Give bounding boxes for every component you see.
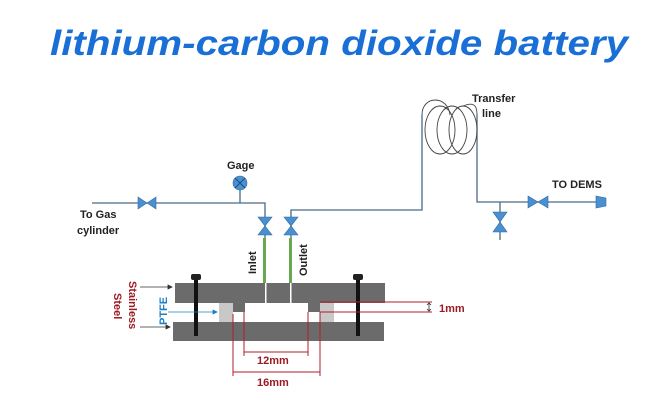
inlet-tube	[263, 238, 266, 298]
outlet-valve-icon	[283, 216, 299, 236]
dimension-lines	[232, 301, 432, 376]
dim-16mm-label: 16mm	[257, 377, 289, 389]
outlet-pipe	[290, 115, 423, 285]
title: lithium-carbon dioxide battery	[50, 24, 630, 63]
transfer-coil	[421, 99, 478, 155]
dim-1mm-arrow	[426, 302, 432, 312]
gas-label-2: cylinder	[77, 225, 120, 237]
top-plate-lip-right	[308, 303, 320, 312]
inlet-pipe	[92, 202, 266, 285]
top-plate-lip-left	[233, 303, 245, 312]
branch-valve-icon	[492, 211, 508, 233]
bolt-left	[191, 274, 201, 336]
pointers	[140, 284, 218, 330]
dim-12mm-label: 12mm	[257, 355, 289, 367]
stainless-label-2: Steel	[111, 293, 123, 319]
bolt-right	[353, 274, 363, 336]
ptfe-gasket-left	[219, 303, 233, 322]
inlet-label: Inlet	[247, 251, 259, 274]
outlet-channel	[290, 283, 292, 303]
gage-label: Gage	[227, 160, 255, 172]
ptfe-label: PTFE	[158, 297, 170, 325]
inlet-channel	[265, 283, 267, 303]
transfer-label-1: Transfer	[472, 93, 516, 105]
outlet-tube	[289, 238, 292, 298]
stainless-label-1: Stainless	[126, 281, 138, 329]
pipes	[92, 115, 600, 285]
outlet-label: Outlet	[298, 244, 310, 276]
transfer-out-pipe	[476, 115, 600, 203]
gas-valve-icon	[137, 196, 157, 210]
dems-label: TO DEMS	[552, 179, 602, 191]
bottom-plate	[173, 322, 384, 341]
dim-1mm-label: 1mm	[439, 303, 465, 315]
transfer-label-2: line	[482, 108, 501, 120]
gage-cross	[234, 177, 246, 189]
top-plate	[175, 283, 385, 303]
dems-valve-icon	[527, 195, 549, 209]
gas-label-1: To Gas	[80, 209, 116, 221]
dems-connector-icon	[595, 195, 607, 209]
inlet-valve-icon	[257, 216, 273, 236]
